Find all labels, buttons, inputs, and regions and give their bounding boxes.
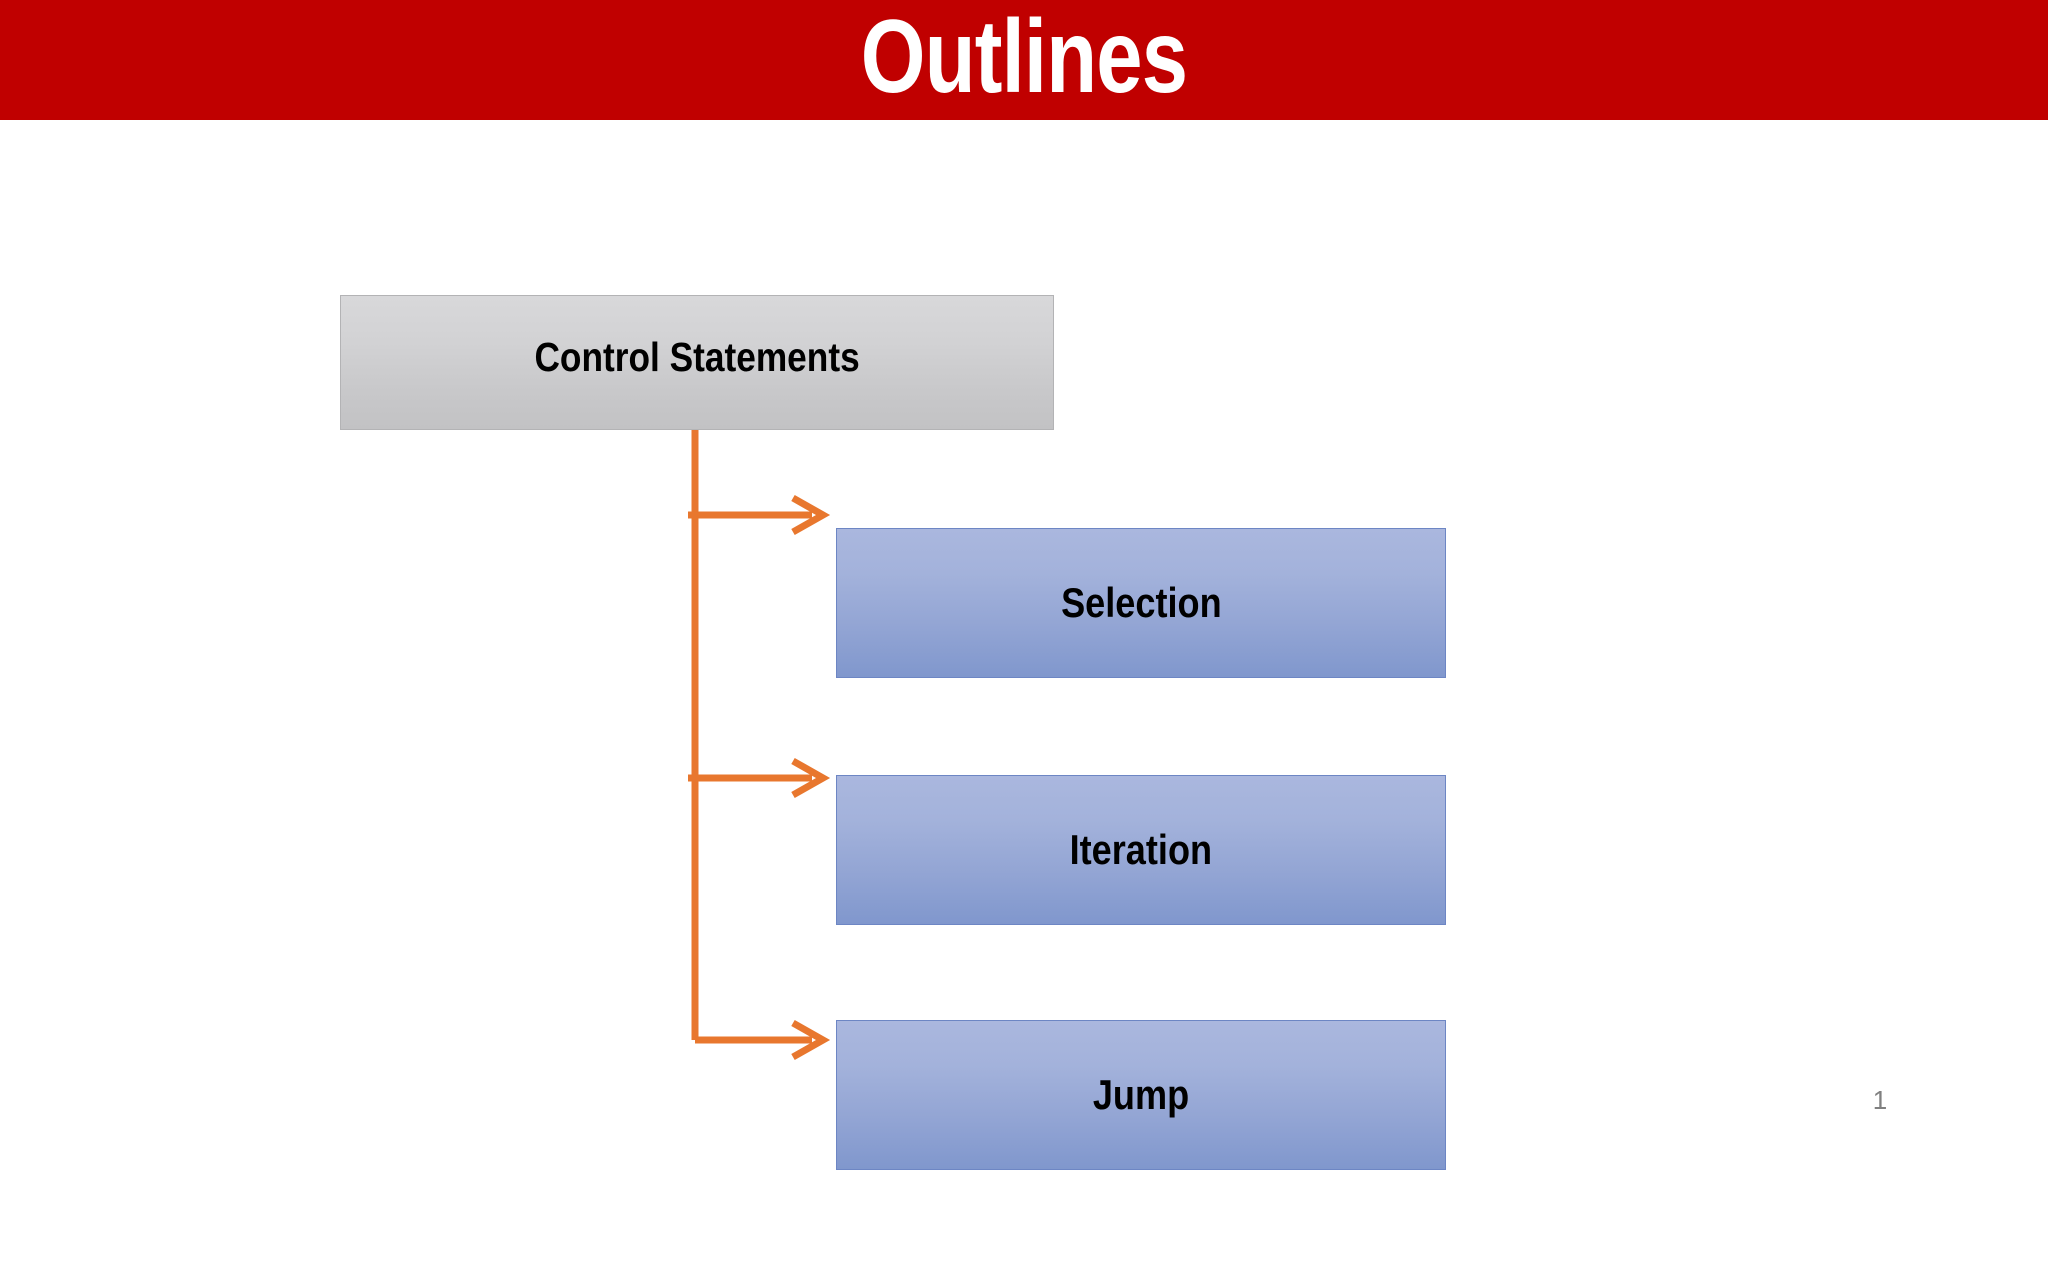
node-iteration[interactable]: Iteration bbox=[836, 775, 1446, 925]
slide-title-band: Outlines bbox=[0, 0, 2048, 120]
node-control-statements[interactable]: Control Statements bbox=[340, 295, 1054, 430]
arrowhead-selection-icon bbox=[791, 494, 831, 536]
node-jump[interactable]: Jump bbox=[836, 1020, 1446, 1170]
arrowhead-iteration-icon bbox=[791, 757, 831, 799]
node-jump-label: Jump bbox=[1092, 1071, 1190, 1118]
slide-content-area: Control Statements Selection Iteration J… bbox=[0, 120, 2048, 1170]
node-selection[interactable]: Selection bbox=[836, 528, 1446, 678]
node-iteration-label: Iteration bbox=[1069, 826, 1213, 873]
page-title: Outlines bbox=[860, 0, 1188, 115]
node-control-statements-label: Control Statements bbox=[534, 334, 860, 380]
arrowhead-jump-icon bbox=[791, 1019, 831, 1061]
slide-page-number: 1 bbox=[1872, 1085, 1888, 1115]
node-selection-label: Selection bbox=[1060, 579, 1222, 626]
